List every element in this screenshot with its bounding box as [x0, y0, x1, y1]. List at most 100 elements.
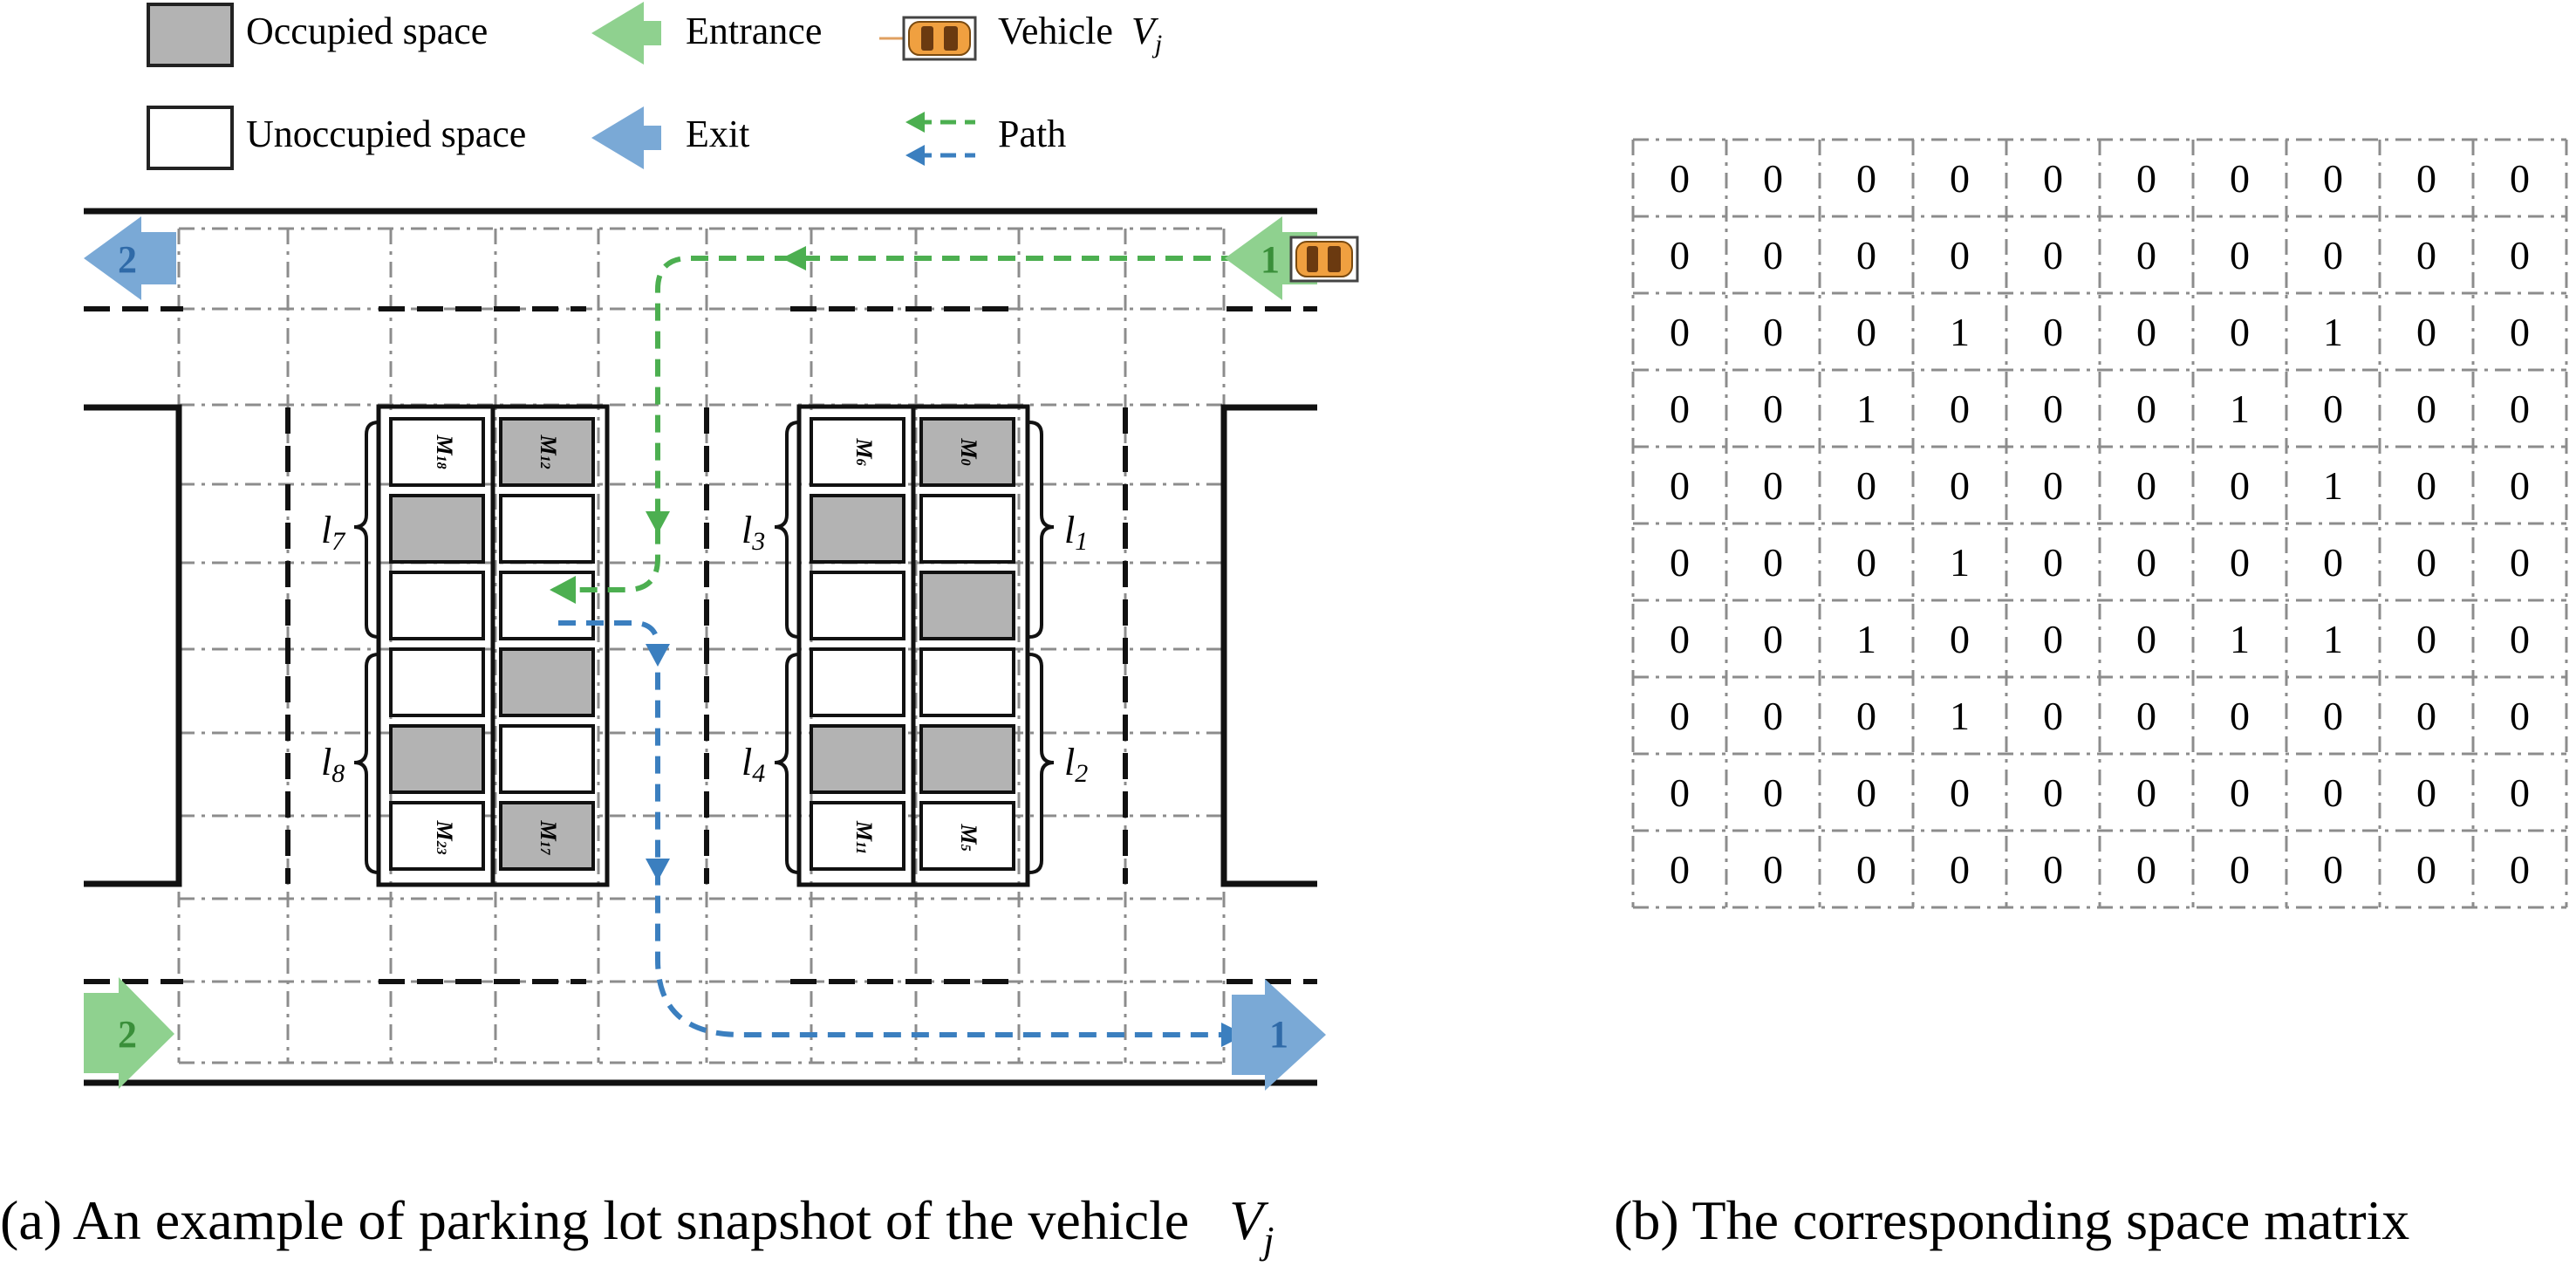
matrix-cell: 0 — [2323, 156, 2343, 201]
entrance-path — [576, 256, 1239, 592]
lane-braces — [353, 421, 1055, 874]
unoccupied-slot — [810, 417, 905, 487]
matrix-cell: 0 — [1763, 847, 1783, 892]
matrix-cell: 0 — [1763, 233, 1783, 277]
matrix-cell: 0 — [2323, 233, 2343, 277]
road-borders — [84, 208, 1317, 1086]
unoccupied-slot — [919, 647, 1015, 717]
gate-top-left-exit: 2 — [84, 216, 176, 300]
svg-text:Vehicle Vj: Vehicle Vj — [998, 10, 1162, 58]
legend-vehicle-symbol: V — [1131, 10, 1159, 52]
unoccupied-slot — [389, 571, 485, 640]
matrix-cell: 0 — [1856, 847, 1876, 892]
matrix-cell: 0 — [1950, 770, 1970, 815]
matrix-cell: 0 — [1950, 233, 1970, 277]
matrix-cell: 0 — [1763, 694, 1783, 738]
matrix-cell: 0 — [1763, 310, 1783, 354]
exit-path — [558, 620, 1239, 1037]
matrix-cell: 0 — [1856, 463, 1876, 508]
matrix-cell: 0 — [1950, 617, 1970, 661]
caption-a-sub: j — [1259, 1219, 1274, 1262]
lot-grid — [177, 227, 1226, 1064]
matrix-cell: 0 — [1950, 847, 1970, 892]
slot-label-m18: M18 — [432, 434, 457, 469]
vehicle-on-map — [1289, 236, 1359, 283]
matrix-cell: 1 — [2230, 387, 2250, 431]
matrix-cell: 0 — [2043, 156, 2063, 201]
parking-lot: M18 M12 M23 M17 M6 M0 M11 M5 l7 l8 l3 l4… — [84, 208, 1359, 1091]
matrix-cell: 0 — [2136, 310, 2156, 354]
brace-l7 — [353, 421, 379, 639]
matrix-cell: 1 — [2323, 617, 2343, 661]
matrix-cell: 0 — [2510, 694, 2530, 738]
unoccupied-slot — [810, 571, 905, 640]
unoccupied-slot — [810, 647, 905, 717]
occupied-swatch — [147, 3, 234, 67]
legend-exit-label: Exit — [686, 113, 749, 155]
matrix-cell: 1 — [1856, 617, 1876, 661]
matrix-cell: 0 — [1763, 387, 1783, 431]
matrix-cell: 0 — [2510, 310, 2530, 354]
matrix-cell: 1 — [1856, 387, 1876, 431]
matrix-cell: 1 — [2230, 617, 2250, 661]
slot-label-m6: M6 — [851, 437, 877, 465]
gate-top-left-label: 2 — [118, 238, 137, 281]
occupied-slot — [810, 494, 905, 564]
matrix-cell: 0 — [2510, 463, 2530, 508]
lane-label-l7: l7 — [321, 509, 346, 556]
matrix-cell: 0 — [2416, 694, 2436, 738]
matrix-cell: 0 — [2136, 694, 2156, 738]
matrix-cell: 0 — [2043, 463, 2063, 508]
matrix-cell: 0 — [1856, 694, 1876, 738]
lane-label-l1: l1 — [1064, 509, 1088, 556]
legend-vehicle-sub: j — [1151, 30, 1162, 58]
matrix-cell: 0 — [1763, 463, 1783, 508]
matrix-cell: 1 — [2323, 310, 2343, 354]
occupied-slot — [499, 647, 595, 717]
matrix-cell: 0 — [2136, 617, 2156, 661]
gate-bottom-left-entrance: 2 — [84, 977, 174, 1089]
lane-label-l8: l8 — [321, 741, 345, 788]
matrix-cell: 0 — [2416, 770, 2436, 815]
gate-top-right-label: 1 — [1261, 238, 1280, 281]
occupied-slot — [810, 724, 905, 794]
occupied-slot — [389, 724, 485, 794]
entrance-icon — [591, 2, 661, 65]
gate-bottom-right-label: 1 — [1269, 1013, 1288, 1056]
matrix-cell: 0 — [1763, 770, 1783, 815]
slot-labels: M18 M12 M23 M17 M6 M0 M11 M5 — [432, 434, 981, 855]
slot-label-m17: M17 — [536, 819, 561, 855]
matrix-cell: 0 — [2323, 540, 2343, 585]
matrix-cell: 0 — [1670, 847, 1690, 892]
matrix-cell: 0 — [2416, 617, 2436, 661]
matrix-cell: 0 — [2043, 233, 2063, 277]
brace-l3 — [774, 421, 800, 639]
matrix-cell: 0 — [2323, 387, 2343, 431]
legend-unoccupied-label: Unoccupied space — [246, 113, 526, 155]
matrix-cell: 0 — [2043, 310, 2063, 354]
matrix-cell: 0 — [2510, 156, 2530, 201]
matrix-cell: 0 — [2510, 233, 2530, 277]
matrix-cell: 0 — [2510, 847, 2530, 892]
unoccupied-slot — [919, 801, 1015, 871]
matrix-cell: 0 — [2416, 310, 2436, 354]
matrix-cell: 0 — [2136, 233, 2156, 277]
caption-a-symbol: V — [1229, 1189, 1269, 1251]
brace-l1 — [1028, 421, 1055, 639]
matrix-cell: 0 — [1670, 463, 1690, 508]
matrix-cell: 0 — [2136, 540, 2156, 585]
matrix-cell: 1 — [2323, 463, 2343, 508]
unoccupied-slot — [499, 724, 595, 794]
matrix-cell: 0 — [2230, 540, 2250, 585]
matrix-cell: 0 — [1856, 233, 1876, 277]
matrix-cell: 0 — [2043, 847, 2063, 892]
unoccupied-slot — [499, 571, 595, 640]
matrix-cell: 0 — [2136, 387, 2156, 431]
legend: Occupied space Unoccupied space Entrance… — [147, 2, 1162, 170]
matrix-cell: 0 — [2323, 694, 2343, 738]
gate-bottom-right-exit: 1 — [1232, 979, 1326, 1091]
parking-blocks — [376, 404, 1030, 887]
lane-labels: l7 l8 l3 l4 l1 l2 — [321, 509, 1088, 788]
brace-l2 — [1028, 653, 1055, 874]
